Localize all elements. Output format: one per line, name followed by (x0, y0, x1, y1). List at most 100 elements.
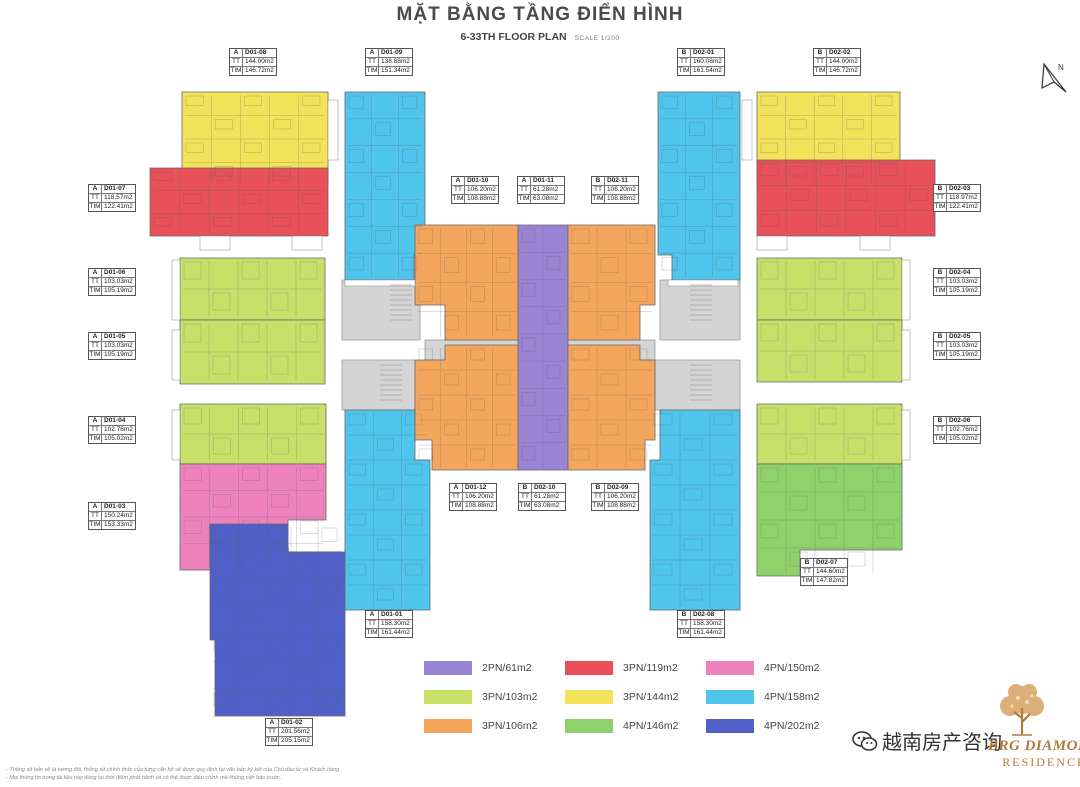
unit-code: D01-01 (381, 611, 403, 618)
tt-key: TT (592, 493, 605, 501)
tt-key: TT (266, 728, 279, 736)
tt-key: TT (89, 426, 102, 434)
legend-item: 4PN/150m2 (706, 661, 819, 675)
unit-d02-01 (657, 91, 741, 281)
tt-key: TT (89, 342, 102, 350)
page-title: MẶT BẰNG TẦNG ĐIỂN HÌNH (396, 4, 684, 25)
unit-code: D02-02 (829, 49, 851, 56)
tim-area: 161.54m2 (693, 67, 722, 74)
unit-code: D01-02 (281, 719, 303, 726)
tim-key: TIM (934, 287, 947, 295)
tt-area: 138.88m2 (381, 58, 410, 65)
tim-key: TIM (592, 195, 605, 203)
tt-key: TT (89, 194, 102, 202)
unit-code: D01-10 (467, 177, 489, 184)
tt-key: TT (519, 493, 532, 501)
legend-swatch (424, 690, 472, 704)
tt-key: TT (814, 58, 827, 66)
tt-area: 158.30m2 (693, 620, 722, 627)
tim-key: TIM (801, 577, 814, 585)
tim-key: TIM (518, 195, 531, 203)
legend-swatch (424, 719, 472, 733)
unit-code: D01-08 (245, 49, 267, 56)
wechat-icon (852, 730, 878, 751)
tt-key: TT (678, 58, 691, 66)
legend-swatch (424, 661, 472, 675)
block-code: B (519, 484, 532, 492)
block-code: A (366, 611, 379, 619)
block-code: A (366, 49, 379, 57)
tt-key: TT (518, 186, 531, 194)
tt-area: 103.03m2 (104, 278, 133, 285)
block-code: B (814, 49, 827, 57)
tt-key: TT (230, 58, 243, 66)
legend-swatch (565, 690, 613, 704)
legend-item: 3PN/144m2 (565, 690, 678, 704)
tt-area: 158.30m2 (381, 620, 410, 627)
subtitle-text: 6-33TH FLOOR PLAN (460, 31, 567, 43)
unit-code: D01-09 (381, 49, 403, 56)
tim-key: TIM (230, 67, 243, 75)
unit-code: D02-05 (949, 333, 971, 340)
tim-area: 122.41m2 (949, 203, 978, 210)
block-code: B (592, 177, 605, 185)
unit-code: D01-04 (104, 417, 126, 424)
wechat-watermark: 越南房产咨询 (852, 726, 1002, 755)
tt-key: TT (89, 512, 102, 520)
note-line: - Mọi thông tin trong tài liệu này đúng … (6, 775, 282, 781)
block-code: A (452, 177, 465, 185)
tt-key: TT (801, 568, 814, 576)
tim-area: 105.19m2 (949, 351, 978, 358)
tree-logo-icon (1000, 684, 1044, 736)
legend-item: 3PN/119m2 (565, 661, 678, 675)
unit-code: D02-07 (816, 559, 838, 566)
tt-area: 61.28m2 (534, 493, 560, 500)
tt-key: TT (450, 493, 463, 501)
legend-label: 3PN/103m2 (482, 691, 538, 703)
tt-area: 144.60m2 (816, 568, 845, 575)
brand-line2: RESIDENCE (1002, 755, 1080, 769)
tim-area: 105.02m2 (104, 435, 133, 442)
tt-area: 106.20m2 (465, 493, 494, 500)
tt-key: TT (89, 278, 102, 286)
block-code: B (934, 333, 947, 341)
tim-area: 108.88m2 (607, 195, 636, 202)
tim-area: 108.88m2 (467, 195, 496, 202)
svg-text:N: N (1058, 63, 1064, 72)
note-line: - Thông số bản vẽ là tương đối, thông số… (6, 767, 341, 773)
unit-code: D02-11 (607, 177, 628, 184)
tt-key: TT (678, 620, 691, 628)
tim-key: TIM (452, 195, 465, 203)
tt-area: 61.28m2 (533, 186, 559, 193)
legend-label: 3PN/106m2 (482, 720, 538, 732)
block-code: A (89, 333, 102, 341)
tim-area: 105.19m2 (949, 287, 978, 294)
tt-key: TT (592, 186, 605, 194)
legend-label: 3PN/119m2 (623, 662, 678, 674)
tt-area: 106.20m2 (607, 493, 636, 500)
tim-key: TIM (678, 67, 691, 75)
block-code: B (678, 611, 691, 619)
tim-key: TIM (89, 351, 102, 359)
tim-key: TIM (89, 203, 102, 211)
compass-icon: N (1041, 62, 1067, 93)
tt-area: 103.03m2 (949, 278, 978, 285)
block-code: A (89, 269, 102, 277)
unit-code: D02-08 (693, 611, 715, 618)
block-code: B (592, 484, 605, 492)
legend-swatch (565, 661, 613, 675)
